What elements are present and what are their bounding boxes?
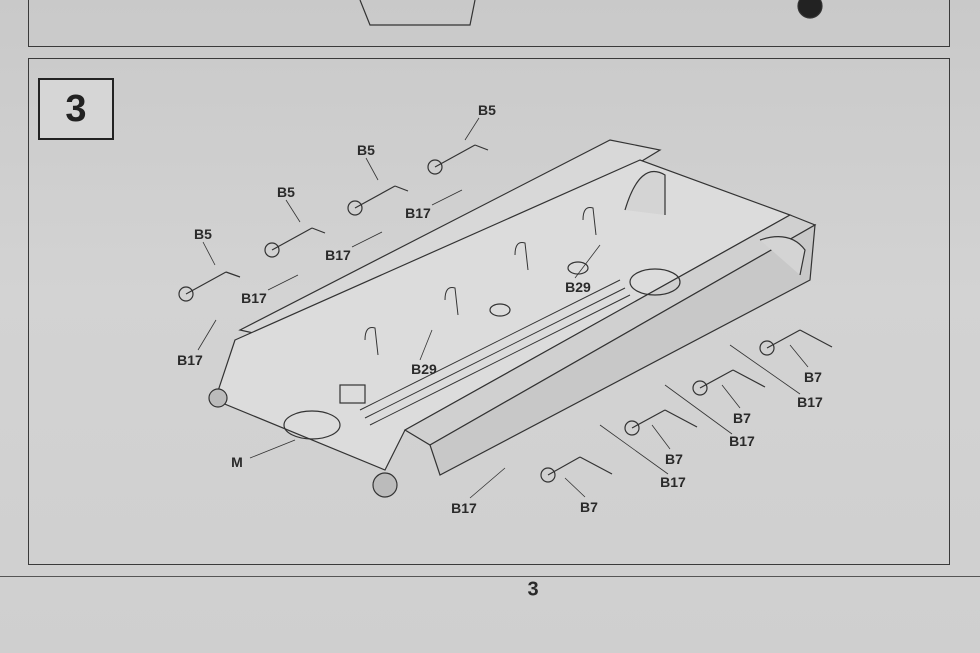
part-label-b17: B17	[660, 474, 686, 490]
step-number: 3	[38, 78, 114, 140]
step-frame	[28, 58, 950, 565]
part-label-b17: B17	[729, 433, 755, 449]
part-label-b29: B29	[565, 279, 591, 295]
part-label-b7: B7	[665, 451, 683, 467]
part-label-m: M	[231, 454, 243, 470]
previous-step-frame	[28, 0, 950, 47]
callout-d-icon	[797, 0, 823, 19]
hatch-opening	[283, 410, 341, 440]
previous-part-drawing	[359, 0, 476, 26]
part-label-b7: B7	[733, 410, 751, 426]
hull-side	[429, 223, 816, 476]
sprocket-mount	[208, 388, 228, 408]
floor-hatch	[339, 384, 366, 404]
part-label-b5: B5	[478, 102, 496, 118]
part-label-b5: B5	[194, 226, 212, 242]
part-label-b29: B29	[411, 361, 437, 377]
right-suspension-arms	[540, 329, 833, 483]
part-label-b7: B7	[580, 499, 598, 515]
part-label-b7: B7	[804, 369, 822, 385]
left-suspension-arms	[178, 144, 489, 302]
part-label-b17: B17	[241, 290, 267, 306]
part-label-b17: B17	[797, 394, 823, 410]
hatch-opening	[629, 268, 681, 296]
page-number: 3	[527, 578, 539, 601]
part-label-b17: B17	[405, 205, 431, 221]
part-label-b5: B5	[277, 184, 295, 200]
idler-mount	[372, 472, 398, 498]
part-label-b17: B17	[451, 500, 477, 516]
part-label-b17: B17	[177, 352, 203, 368]
part-label-b5: B5	[357, 142, 375, 158]
bump-stop	[489, 303, 511, 317]
part-label-b17: B17	[325, 247, 351, 263]
page-divider	[0, 576, 980, 577]
